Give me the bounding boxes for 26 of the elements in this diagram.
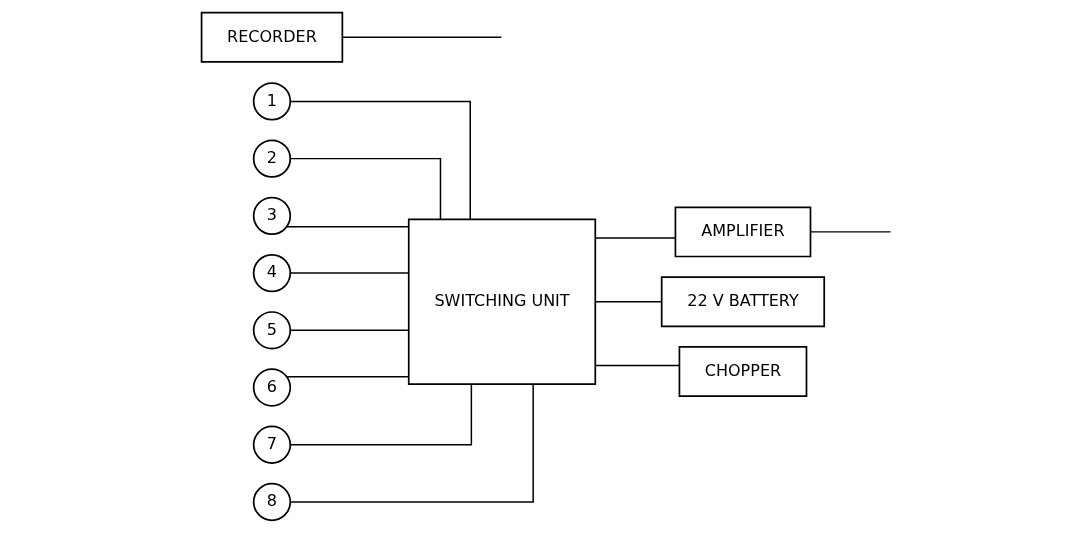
node-box: RECORDER <box>200 11 343 63</box>
node-circle: 8 <box>252 482 291 522</box>
node-box: CHOPPER <box>678 346 807 397</box>
connector <box>289 383 534 503</box>
connector <box>289 329 409 332</box>
connector <box>285 375 409 378</box>
node-box: 22 V BATTERY <box>660 276 825 328</box>
node-circle: 1 <box>252 82 291 121</box>
connector <box>289 272 409 274</box>
node-circle: 3 <box>252 196 291 236</box>
node-circle: 6 <box>252 368 291 407</box>
connector <box>289 100 471 220</box>
node-circle: 5 <box>252 311 291 350</box>
connector <box>289 383 472 446</box>
connector <box>341 36 502 39</box>
node-box: SWITCHING UNIT <box>407 218 596 385</box>
node-box: AMPLIFIER <box>674 206 811 258</box>
connector <box>594 237 676 239</box>
node-circle: 4 <box>252 253 291 293</box>
connector <box>289 157 441 220</box>
connector <box>594 300 662 303</box>
connector <box>594 364 680 367</box>
node-circle: 7 <box>252 425 291 464</box>
node-circle: 2 <box>252 139 291 178</box>
connector <box>809 231 891 233</box>
connector <box>285 226 409 228</box>
